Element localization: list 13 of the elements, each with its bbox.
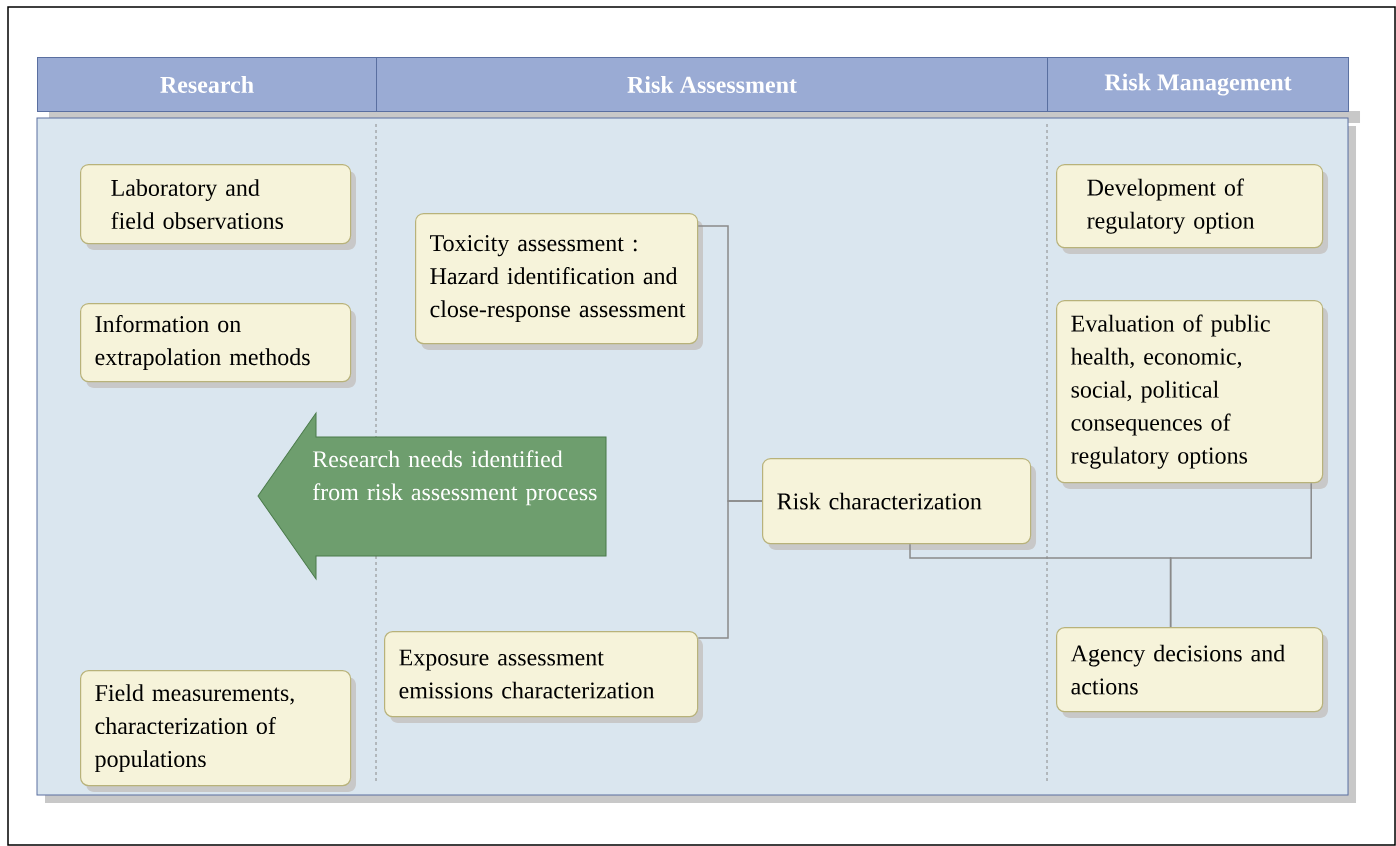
- header-cell: Research: [37, 57, 377, 112]
- text-box: Agency decisions and actions: [1056, 627, 1328, 718]
- connector: [697, 500, 763, 639]
- text-box: Field measurements, characterization of populations: [80, 670, 356, 792]
- text-box: Toxicity assessment : Hazard identification and close-response assessment: [415, 213, 703, 350]
- text-box: Development of regulatory option: [1056, 164, 1328, 254]
- text-box: Risk characterization: [762, 458, 1036, 550]
- connector: [1169, 482, 1312, 628]
- text-box: Evaluation of public health, economic, social, political consequences of regulatory options: [1056, 300, 1328, 489]
- text-box: Laboratory and field observations: [80, 164, 356, 250]
- text-box: Information on extrapolation methods: [80, 303, 356, 388]
- text-box: Exposure assessment emissions characterization: [384, 631, 703, 723]
- header-cell: Risk Management: [1047, 57, 1349, 112]
